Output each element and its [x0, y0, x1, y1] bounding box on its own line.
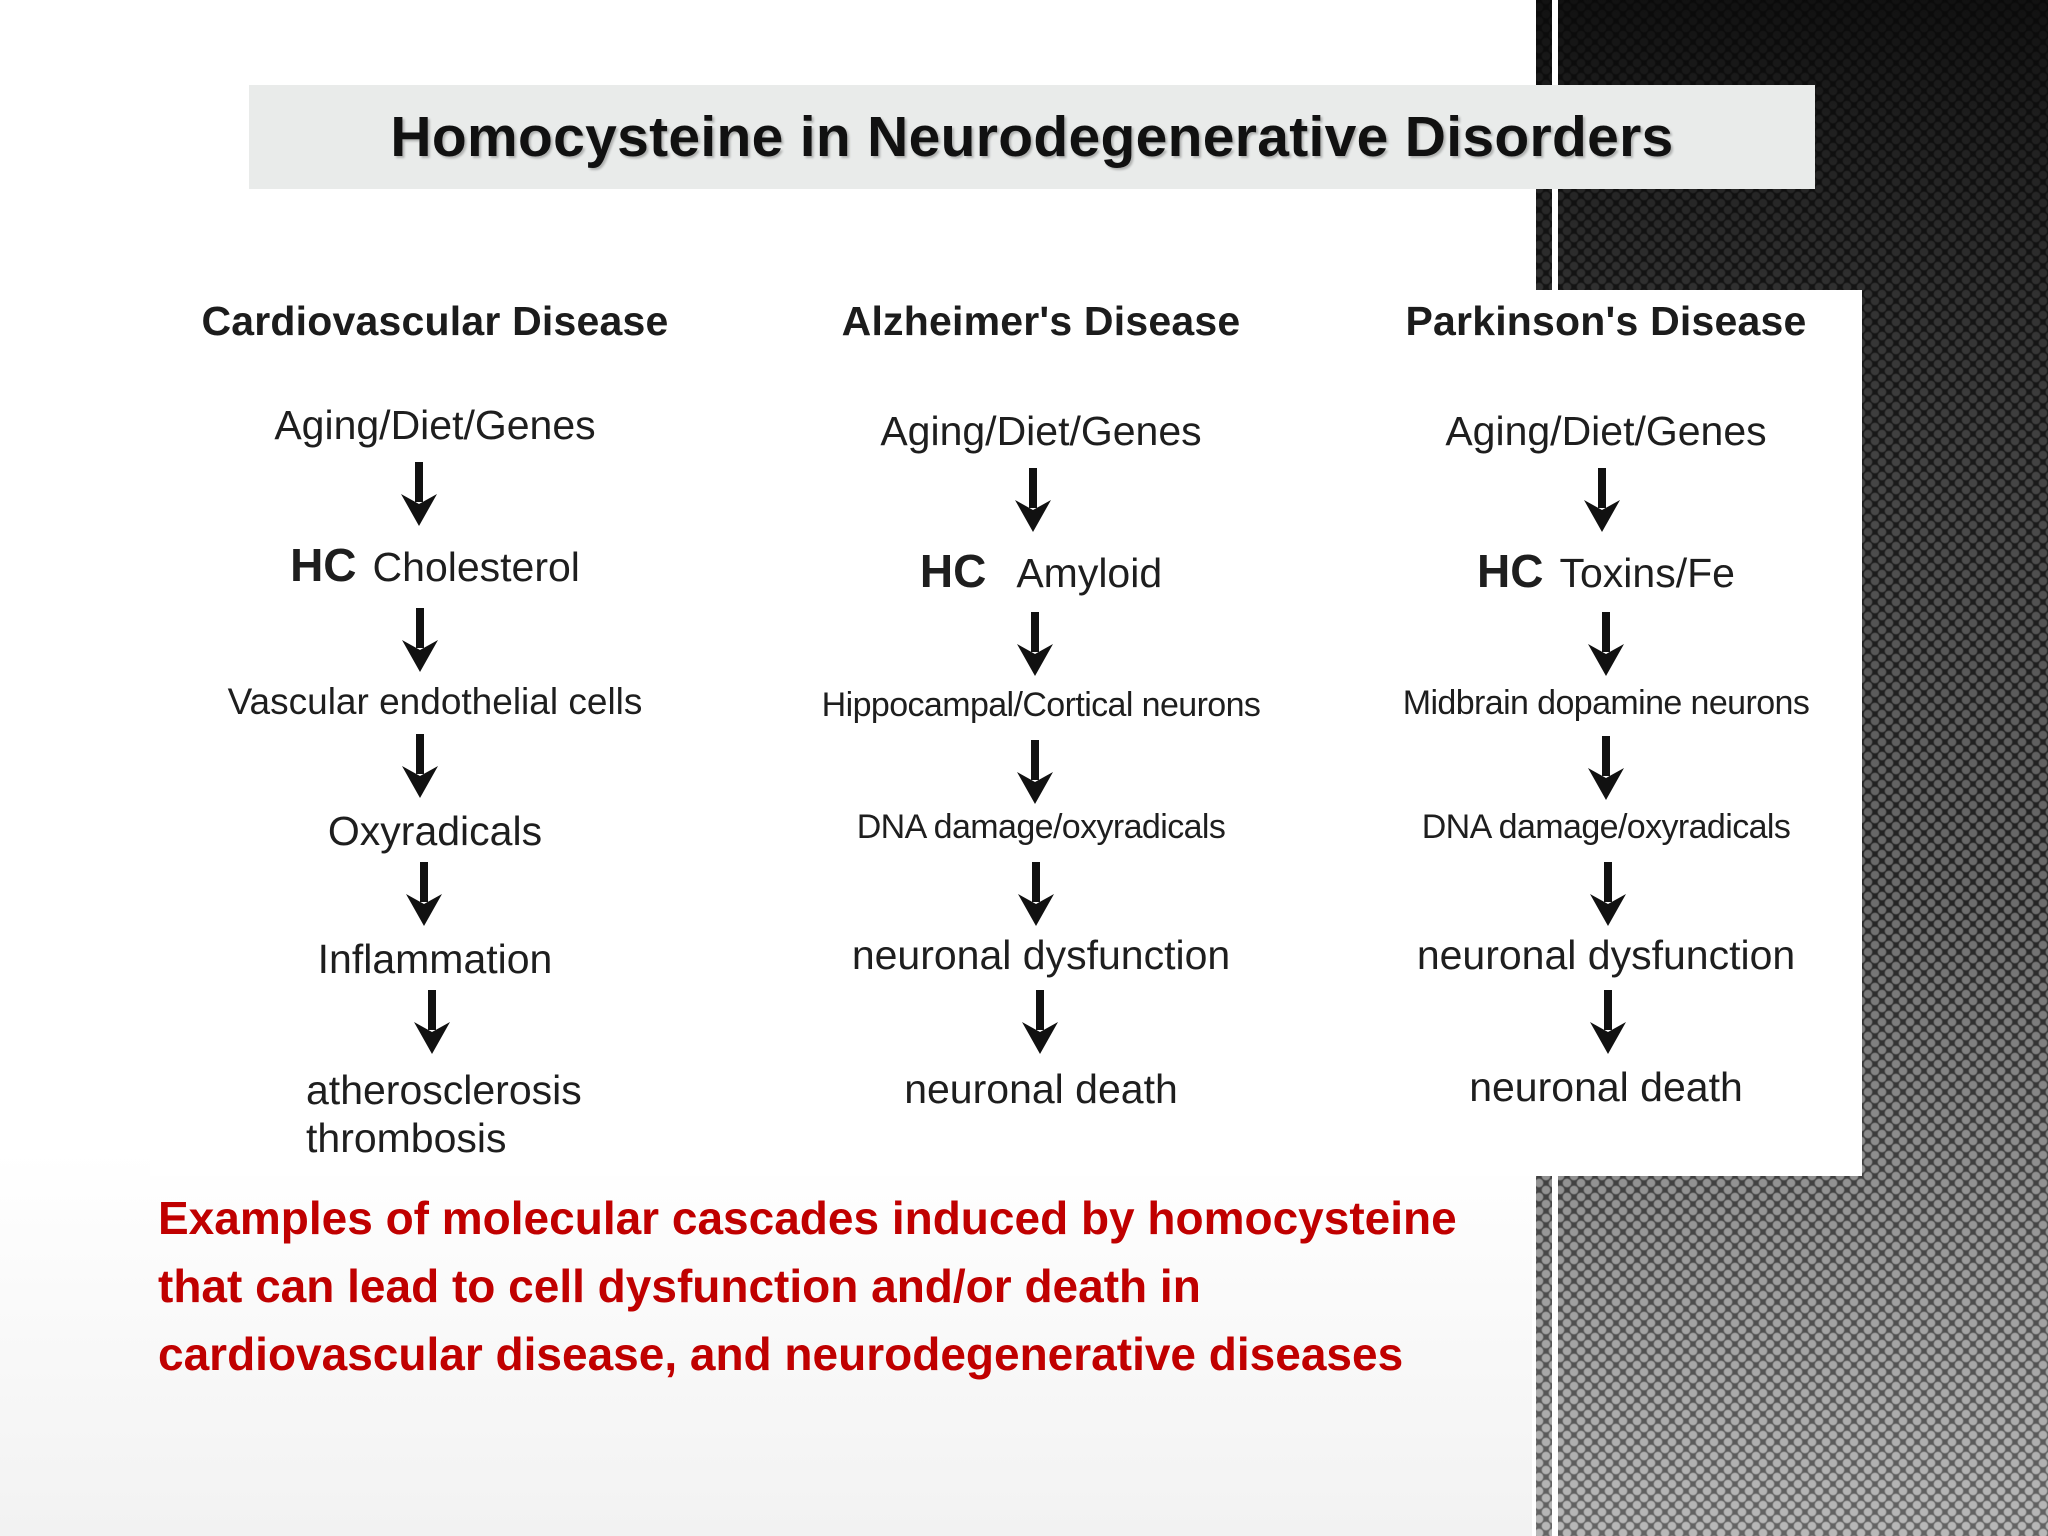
flow-node: Aging/Diet/Genes	[1445, 408, 1767, 454]
down-arrow-icon	[1588, 612, 1624, 676]
flow-node: HC Cholesterol	[150, 538, 720, 592]
flow-node: neuronal dysfunction	[851, 932, 1231, 978]
down-arrow-icon	[1018, 862, 1054, 926]
flow-node: Oxyradicals	[327, 808, 543, 854]
flow-node: Hippocampal/Cortical neurons	[821, 686, 1261, 724]
flow-node: Vascular endothelial cells	[227, 681, 643, 722]
down-arrow-icon	[1590, 862, 1626, 926]
flow-node: Aging/Diet/Genes	[880, 408, 1202, 454]
flow-node-label: thrombosis	[306, 1115, 507, 1161]
flow-node-label: atherosclerosis	[306, 1067, 582, 1113]
flow-node: HC Amyloid	[758, 544, 1324, 598]
down-arrow-icon	[402, 734, 438, 798]
down-arrow-icon	[406, 862, 442, 926]
hc-label: HC	[1477, 545, 1544, 597]
flow-node: DNA damage/oxyradicals	[856, 808, 1226, 846]
flow-node-label: Cholesterol	[372, 544, 580, 590]
down-arrow-icon	[1588, 736, 1624, 800]
down-arrow-icon	[1017, 740, 1053, 804]
down-arrow-icon	[414, 990, 450, 1054]
flow-node-outcome: neuronal death	[1469, 1064, 1743, 1110]
flow-node-outcome: neuronal death	[904, 1066, 1178, 1112]
flow-node: neuronal dysfunction	[1416, 932, 1796, 978]
column-parkinsons: Parkinson's Disease Aging/Diet/Genes HC T…	[1350, 290, 1862, 1176]
flow-node: Midbrain dopamine neurons	[1402, 684, 1810, 722]
flow-node: Inflammation	[317, 936, 553, 982]
flow-node-outcome: atherosclerosis thrombosis	[306, 1066, 582, 1162]
down-arrow-icon	[402, 608, 438, 672]
down-arrow-icon	[1590, 990, 1626, 1054]
column-heading: Cardiovascular Disease	[201, 298, 669, 344]
column-heading: Alzheimer's Disease	[841, 298, 1241, 344]
hc-label: HC	[919, 545, 987, 597]
slide-caption: Examples of molecular cascades induced b…	[158, 1192, 1457, 1380]
down-arrow-icon	[1022, 990, 1058, 1054]
down-arrow-icon	[1017, 612, 1053, 676]
flow-node: Aging/Diet/Genes	[274, 402, 596, 448]
column-alzheimers: Alzheimer's Disease Aging/Diet/Genes HC A…	[758, 290, 1324, 1176]
column-heading: Parkinson's Disease	[1405, 298, 1807, 344]
flow-node: HC Toxins/Fe	[1350, 544, 1862, 598]
down-arrow-icon	[1584, 468, 1620, 532]
cascade-diagram: Cardiovascular Disease Aging/Diet/Genes …	[150, 290, 1862, 1176]
title-bar: Homocysteine in Neurodegenerative Disord…	[249, 85, 1815, 189]
down-arrow-icon	[1015, 468, 1051, 532]
flow-node: DNA damage/oxyradicals	[1421, 808, 1791, 846]
down-arrow-icon	[401, 462, 437, 526]
column-cardiovascular: Cardiovascular Disease Aging/Diet/Genes …	[150, 290, 720, 1176]
hc-label: HC	[290, 539, 357, 591]
slide-title: Homocysteine in Neurodegenerative Disord…	[390, 105, 1674, 169]
flow-node-label: Toxins/Fe	[1559, 550, 1735, 596]
flow-node-label: Amyloid	[1016, 550, 1163, 596]
